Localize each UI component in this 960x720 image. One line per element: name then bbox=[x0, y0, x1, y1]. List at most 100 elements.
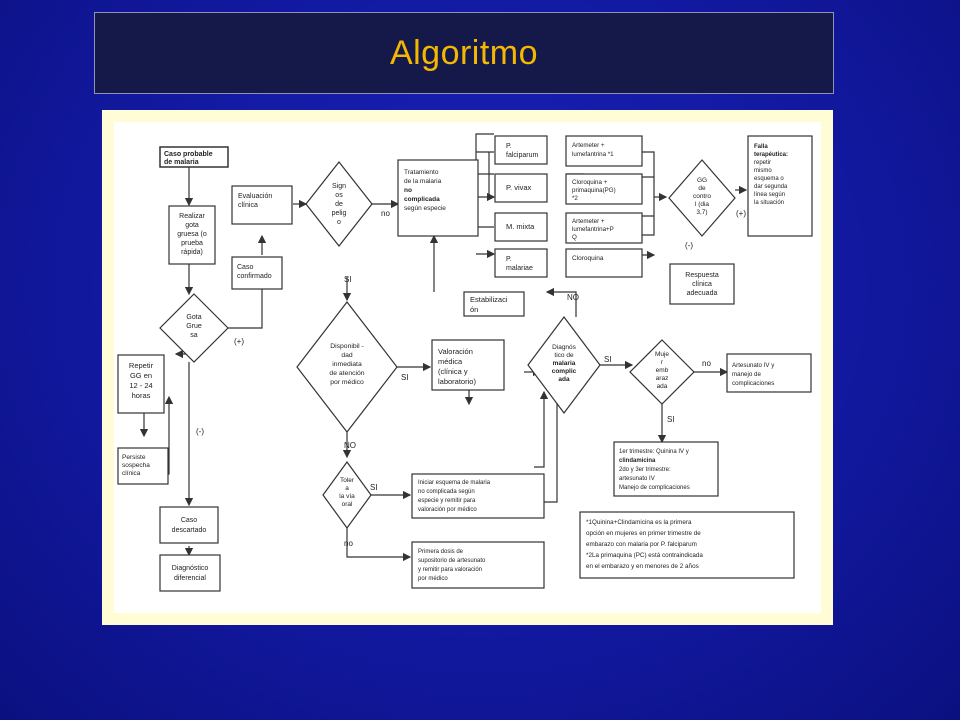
flowchart-panel: Caso probable de malaria Realizar gota g… bbox=[114, 122, 821, 613]
svg-text:P.: P. bbox=[506, 256, 512, 263]
svg-text:adecuada: adecuada bbox=[687, 290, 718, 297]
label-si-signos: SI bbox=[344, 275, 352, 284]
footnote-box: *1Quinina+Clindamicina es la primera opc… bbox=[579, 511, 795, 579]
svg-text:rápida): rápida) bbox=[181, 249, 203, 256]
svg-text:Caso: Caso bbox=[181, 517, 197, 524]
title-bar: Algoritmo bbox=[94, 12, 834, 94]
svg-text:la vía: la vía bbox=[339, 493, 355, 500]
svg-text:Artemeter +: Artemeter + bbox=[572, 218, 605, 225]
svg-text:l (dia: l (dia bbox=[695, 201, 709, 208]
svg-text:Toler: Toler bbox=[340, 477, 355, 484]
svg-text:Estabilizaci: Estabilizaci bbox=[470, 295, 508, 304]
node-evaluacion-clinica: Evaluación clínica bbox=[231, 185, 293, 225]
node-respuesta-clinica: Respuesta clínica adecuada bbox=[669, 263, 735, 305]
svg-text:Artesunato IV y: Artesunato IV y bbox=[732, 362, 775, 369]
node-p-malariae: P. malariae bbox=[494, 248, 548, 278]
svg-text:opción en mujeres en primer tr: opción en mujeres en primer trimestre de bbox=[586, 530, 701, 537]
node-tx-mixta: Artemeter + lumefantrina+P Q bbox=[565, 212, 643, 244]
svg-text:terapéutica:: terapéutica: bbox=[754, 152, 788, 158]
svg-text:dar segunda: dar segunda bbox=[754, 184, 788, 190]
svg-text:lumefantrina *1: lumefantrina *1 bbox=[572, 151, 614, 158]
node-disponibilidad: Disponibil - dad inmediata de atención p… bbox=[296, 301, 398, 433]
svg-text:malariae: malariae bbox=[506, 265, 533, 272]
svg-text:la situación: la situación bbox=[754, 200, 784, 206]
node-artesunato: Artesunato IV y manejo de complicaciones bbox=[726, 353, 812, 393]
node-trimestre: 1er trimestre: Quinina IV y clindamicina… bbox=[613, 441, 719, 497]
svg-text:supositorio de artesunato: supositorio de artesunato bbox=[418, 558, 486, 564]
node-repetir-gg: Repetir GG en 12 - 24 horas bbox=[117, 354, 165, 414]
node-p-vivax: P. vivax bbox=[494, 173, 548, 203]
svg-text:*2La primaquina (PC) está cont: *2La primaquina (PC) está contraindicada bbox=[586, 552, 703, 559]
svg-text:Sign: Sign bbox=[332, 183, 346, 190]
svg-text:GG: GG bbox=[697, 177, 707, 184]
svg-text:gruesa (o: gruesa (o bbox=[177, 231, 207, 238]
node-tx-falciparum: Artemeter + lumefantrina *1 bbox=[565, 135, 643, 167]
svg-text:de: de bbox=[698, 185, 706, 192]
node-gg-control: GG de contro l (dia 3,7) bbox=[668, 159, 736, 237]
svg-text:ada: ada bbox=[657, 383, 668, 390]
svg-text:descartado: descartado bbox=[172, 527, 207, 534]
node-realizar-gota: Realizar gota gruesa (o prueba rápida) bbox=[168, 205, 216, 265]
node-tx-malariae: Cloroquina bbox=[565, 248, 643, 278]
svg-text:sa: sa bbox=[190, 332, 198, 339]
svg-text:tico de: tico de bbox=[554, 352, 574, 359]
svg-text:ada: ada bbox=[558, 376, 570, 383]
svg-text:embarazo con malaria por P. fa: embarazo con malaria por P. falciparum bbox=[586, 541, 697, 548]
svg-text:inmediata: inmediata bbox=[332, 361, 362, 368]
label-no-signos: no bbox=[381, 209, 390, 218]
svg-text:en el embarazo y en menores de: en el embarazo y en menores de 2 años bbox=[586, 563, 699, 570]
svg-text:ón: ón bbox=[470, 305, 478, 314]
svg-text:araz: araz bbox=[656, 375, 669, 382]
svg-text:lumefantrina+P: lumefantrina+P bbox=[572, 226, 614, 233]
node-tolera-via-oral: Toler a la vía oral bbox=[322, 460, 372, 530]
svg-text:línea según: línea según bbox=[754, 192, 785, 198]
svg-text:GG en: GG en bbox=[130, 371, 152, 380]
svg-text:Disponibil -: Disponibil - bbox=[330, 343, 364, 350]
node-iniciar-esquema: Iniciar esquema de malaria no complicada… bbox=[411, 473, 545, 519]
svg-text:primaquina(PG): primaquina(PG) bbox=[572, 187, 616, 194]
svg-text:malaria: malaria bbox=[553, 360, 576, 367]
svg-text:Primera dosis de: Primera dosis de bbox=[418, 549, 464, 555]
svg-text:Grue: Grue bbox=[186, 323, 202, 330]
svg-text:Diagnóstico: Diagnóstico bbox=[172, 565, 209, 572]
label-si-complicada: SI bbox=[604, 355, 612, 364]
svg-text:y remitir para valoración: y remitir para valoración bbox=[418, 567, 482, 573]
svg-text:P.: P. bbox=[506, 143, 512, 150]
label-no-embarazada: no bbox=[702, 359, 711, 368]
label-no-complicada: NO bbox=[567, 293, 579, 302]
svg-text:os: os bbox=[335, 192, 343, 199]
svg-text:de la malaria: de la malaria bbox=[404, 178, 442, 185]
algorithm-figure: Caso probable de malaria Realizar gota g… bbox=[102, 110, 833, 625]
label-plus-gg: (+) bbox=[736, 209, 746, 218]
svg-text:gota: gota bbox=[185, 222, 199, 229]
svg-text:complicaciones: complicaciones bbox=[732, 380, 774, 387]
svg-text:Manejo de complicaciones: Manejo de complicaciones bbox=[619, 485, 690, 491]
node-mujer-embarazada: Muje r emb araz ada bbox=[629, 339, 695, 405]
svg-text:3,7): 3,7) bbox=[696, 209, 707, 216]
svg-text:no: no bbox=[404, 187, 412, 194]
node-tratamiento: Tratamiento de la malaria no complicada … bbox=[397, 159, 479, 237]
svg-text:mismo: mismo bbox=[754, 168, 772, 174]
svg-text:Iniciar esquema de malaria: Iniciar esquema de malaria bbox=[418, 480, 491, 486]
svg-text:Cloroquina +: Cloroquina + bbox=[572, 179, 608, 186]
svg-text:complic: complic bbox=[552, 368, 577, 375]
node-diagnostico-diferencial: Diagnóstico diferencial bbox=[159, 554, 221, 592]
node-valoracion-medica: Valoración médica (clínica y laboratorio… bbox=[431, 339, 505, 391]
svg-text:(clínica y: (clínica y bbox=[438, 367, 468, 376]
svg-text:valoración por médico: valoración por médico bbox=[418, 507, 477, 513]
svg-text:emb: emb bbox=[656, 367, 669, 374]
svg-text:dad: dad bbox=[341, 352, 353, 359]
node-falla-terapeutica: Falla terapéutica: repetir mismo esquema… bbox=[747, 135, 813, 237]
svg-text:o: o bbox=[337, 219, 341, 226]
svg-text:Persiste: Persiste bbox=[122, 454, 146, 461]
svg-text:Caso: Caso bbox=[237, 264, 253, 271]
svg-text:sospecha: sospecha bbox=[122, 462, 150, 469]
node-primera-dosis: Primera dosis de supositorio de artesuna… bbox=[411, 541, 545, 589]
svg-text:diferencial: diferencial bbox=[174, 575, 206, 582]
svg-text:Muje: Muje bbox=[655, 351, 669, 358]
node-caso-probable: Caso probable de malaria bbox=[159, 146, 229, 168]
svg-text:médica: médica bbox=[438, 357, 463, 366]
svg-text:*1Quinina+Clindamicina es la p: *1Quinina+Clindamicina es la primera bbox=[586, 519, 692, 526]
slide-title: Algoritmo bbox=[389, 33, 539, 72]
node-m-mixta: M. mixta bbox=[494, 212, 548, 242]
